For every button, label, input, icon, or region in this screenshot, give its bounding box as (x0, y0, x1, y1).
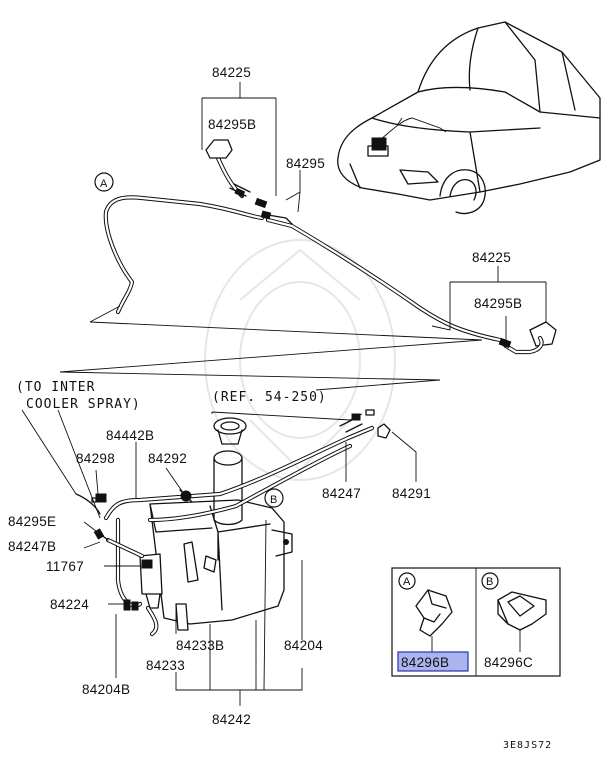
label-84242: 84242 (212, 712, 251, 727)
label-84204b: 84204B (82, 682, 130, 697)
label-84233: 84233 (146, 658, 185, 673)
label-84247b: 84247B (8, 539, 56, 554)
label-84298: 84298 (76, 451, 115, 466)
part-labels: 84225 84295B 84295 84225 84295B (TO INTE… (8, 65, 552, 751)
lower-leaders (21, 409, 417, 706)
label-84442b: 84442B (106, 428, 154, 443)
reservoir-assembly (75, 409, 391, 637)
label-84295: 84295 (286, 156, 325, 171)
label-84296b: 84296B (401, 655, 449, 670)
label-84292: 84292 (148, 451, 187, 466)
label-84225-top: 84225 (212, 65, 251, 80)
callout-b-lower: B (270, 494, 278, 506)
label-84224: 84224 (50, 597, 89, 612)
callout-a-upper: A (100, 178, 108, 190)
highlight-84296b (397, 651, 469, 672)
upper-hose-assembly (94, 139, 557, 355)
label-84233b: 84233B (176, 638, 224, 653)
vehicle-outline (337, 21, 601, 215)
label-11767: 11767 (46, 559, 84, 574)
callout-a-inset: A (403, 576, 411, 588)
upper-leaders (201, 82, 547, 340)
label-84295e: 84295E (8, 514, 56, 529)
label-ref: (REF. 54-250) (212, 390, 327, 405)
label-to-inter-1: (TO INTER (16, 380, 95, 395)
clip-detail-inset (391, 567, 561, 677)
drawing-code: 3E8JS72 (503, 740, 552, 751)
callout-b-inset: B (486, 576, 494, 588)
label-to-inter-2: COOLER SPRAY) (26, 397, 141, 412)
label-84295b-top: 84295B (208, 117, 256, 132)
zone-lines (59, 305, 483, 391)
label-84291: 84291 (392, 486, 431, 501)
label-84204: 84204 (284, 638, 323, 653)
label-84295b-right: 84295B (474, 296, 522, 311)
label-84247: 84247 (322, 486, 361, 501)
label-84225-right: 84225 (472, 250, 511, 265)
label-84296c: 84296C (484, 655, 533, 670)
